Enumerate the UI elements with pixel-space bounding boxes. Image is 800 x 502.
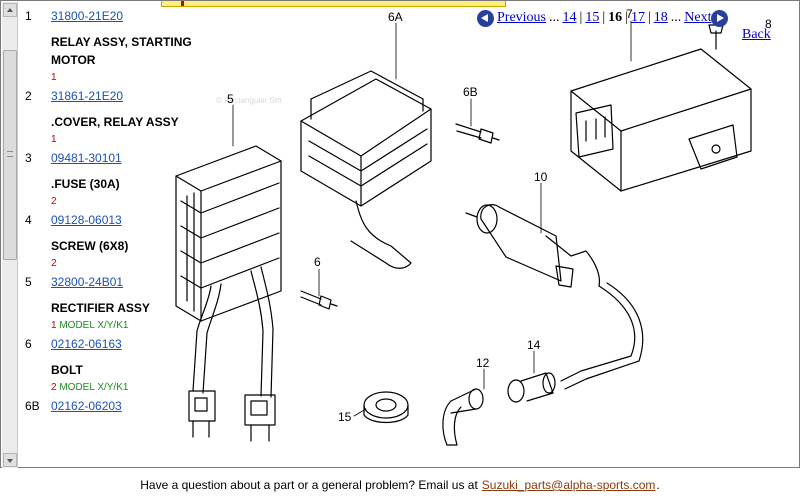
part-number-link[interactable]: 09128-06013 (51, 213, 122, 227)
pagination-separator: | (625, 10, 628, 25)
scroll-down-arrow-icon[interactable] (3, 453, 17, 467)
part-number-link[interactable]: 31861-21E20 (51, 89, 124, 103)
part-ref-number: 2 (25, 89, 32, 103)
footer: Have a question about a part or a genera… (0, 468, 800, 502)
callout-8: 8 (765, 17, 772, 31)
part-ref-number: 5 (25, 275, 32, 289)
part-name: .COVER, RELAY ASSY (51, 115, 179, 129)
part-name: RELAY ASSY, STARTING MOTOR (51, 35, 192, 67)
scroll-up-arrow-icon[interactable] (3, 3, 17, 17)
part-ref-number: 3 (25, 151, 32, 165)
ignition-coil-drawing (465, 204, 644, 390)
previous-arrow-icon[interactable] (477, 9, 494, 27)
support-email-link[interactable]: Suzuki_parts@alpha-sports.com (481, 478, 656, 492)
top-banner-strip (161, 1, 506, 7)
callout-15: 15 (338, 410, 352, 424)
pagination-ellipsis: ... (549, 10, 560, 25)
back-link[interactable]: Back (742, 27, 771, 42)
callout-14: 14 (527, 338, 541, 352)
grip-icon (7, 151, 13, 157)
part-name: BOLT (51, 363, 83, 377)
list-item: 3 09481-30101 .FUSE (30A) 2 (25, 151, 175, 213)
callout-labels: 5 6A 6B 6 7 8 10 12 14 15 (227, 7, 772, 424)
part-quantity: 1 (51, 134, 57, 145)
callout-6: 6 (314, 255, 321, 269)
watermark-text: © Rectangular Sm (216, 96, 282, 105)
parts-diagram: © Rectangular Sm (161, 1, 791, 467)
next-arrow-icon[interactable] (711, 9, 729, 27)
list-item: 5 32800-24B01 RECTIFIER ASSY 1 MODEL X/Y/… (25, 275, 175, 337)
part-number-link[interactable]: 31800-21E20 (51, 9, 124, 23)
page-link-14[interactable]: 14 (562, 10, 577, 25)
pagination-separator: | (602, 10, 606, 25)
bolt-6b-drawing (455, 123, 500, 144)
callout-10: 10 (534, 170, 548, 184)
pagination-separator: | (579, 10, 583, 25)
part-name: RECTIFIER ASSY (51, 301, 150, 315)
part-name: SCREW (6X8) (51, 239, 129, 253)
callout-6a: 6A (388, 10, 403, 24)
callout-5: 5 (227, 92, 234, 106)
rectifier-assy-drawing (175, 145, 282, 442)
pagination-ellipsis: ... (670, 10, 682, 25)
list-item: 2 31861-21E20 .COVER, RELAY ASSY 1 (25, 89, 179, 151)
previous-link[interactable]: Previous (497, 10, 546, 25)
callout-7: 7 (626, 7, 633, 21)
part-ref-number: 4 (25, 213, 32, 227)
part-quantity: 2 (51, 258, 57, 269)
page-link-18[interactable]: 18 (653, 10, 668, 25)
part-quantity: 2 MODEL X/Y/K1 (51, 382, 129, 393)
current-page: 16 (608, 10, 623, 25)
vertical-scrollbar[interactable] (2, 2, 18, 468)
page-link-17[interactable]: 17 (630, 10, 645, 25)
callout-6b: 6B (463, 85, 478, 99)
scroll-thumb[interactable] (3, 50, 17, 260)
part-number-link[interactable]: 32800-24B01 (51, 275, 124, 289)
list-item: 4 09128-06013 SCREW (6X8) 2 (25, 213, 175, 275)
banner-marker (181, 1, 184, 6)
part-quantity: 1 MODEL X/Y/K1 (51, 320, 129, 331)
leader-lines (232, 20, 632, 417)
part-number-link[interactable]: 02162-06203 (51, 399, 122, 413)
part-number-link[interactable]: 09481-30101 (51, 151, 122, 165)
pagination: Previous ... 14 | 15 | 16 | 17 | 18 ... … (477, 7, 777, 29)
footer-question: Have a question about a part or a genera… (140, 478, 478, 492)
part-ref-number: 6 (25, 337, 32, 351)
callout-12: 12 (476, 356, 490, 370)
next-link[interactable]: Next (684, 10, 712, 25)
part-ref-number: 1 (25, 9, 32, 23)
content-frame: © Rectangular Sm (0, 0, 800, 468)
pagination-separator: | (647, 10, 651, 25)
list-item: 6B 02162-06203 (25, 399, 175, 423)
list-item: 6 02162-06163 BOLT 2 MODEL X/Y/K1 (25, 337, 175, 399)
part-quantity: 2 (51, 196, 57, 207)
grommets-drawing (363, 372, 556, 446)
part-quantity: 1 (51, 72, 57, 83)
page-link-15[interactable]: 15 (585, 10, 600, 25)
part-name: .FUSE (30A) (51, 177, 120, 191)
part-ref-number: 6B (25, 399, 40, 413)
footer-period: . (656, 478, 660, 492)
relay-assy-drawing (570, 24, 752, 192)
regulator-6a-drawing (300, 70, 432, 269)
bolt-6-drawing (300, 290, 338, 310)
part-number-link[interactable]: 02162-06163 (51, 337, 122, 351)
